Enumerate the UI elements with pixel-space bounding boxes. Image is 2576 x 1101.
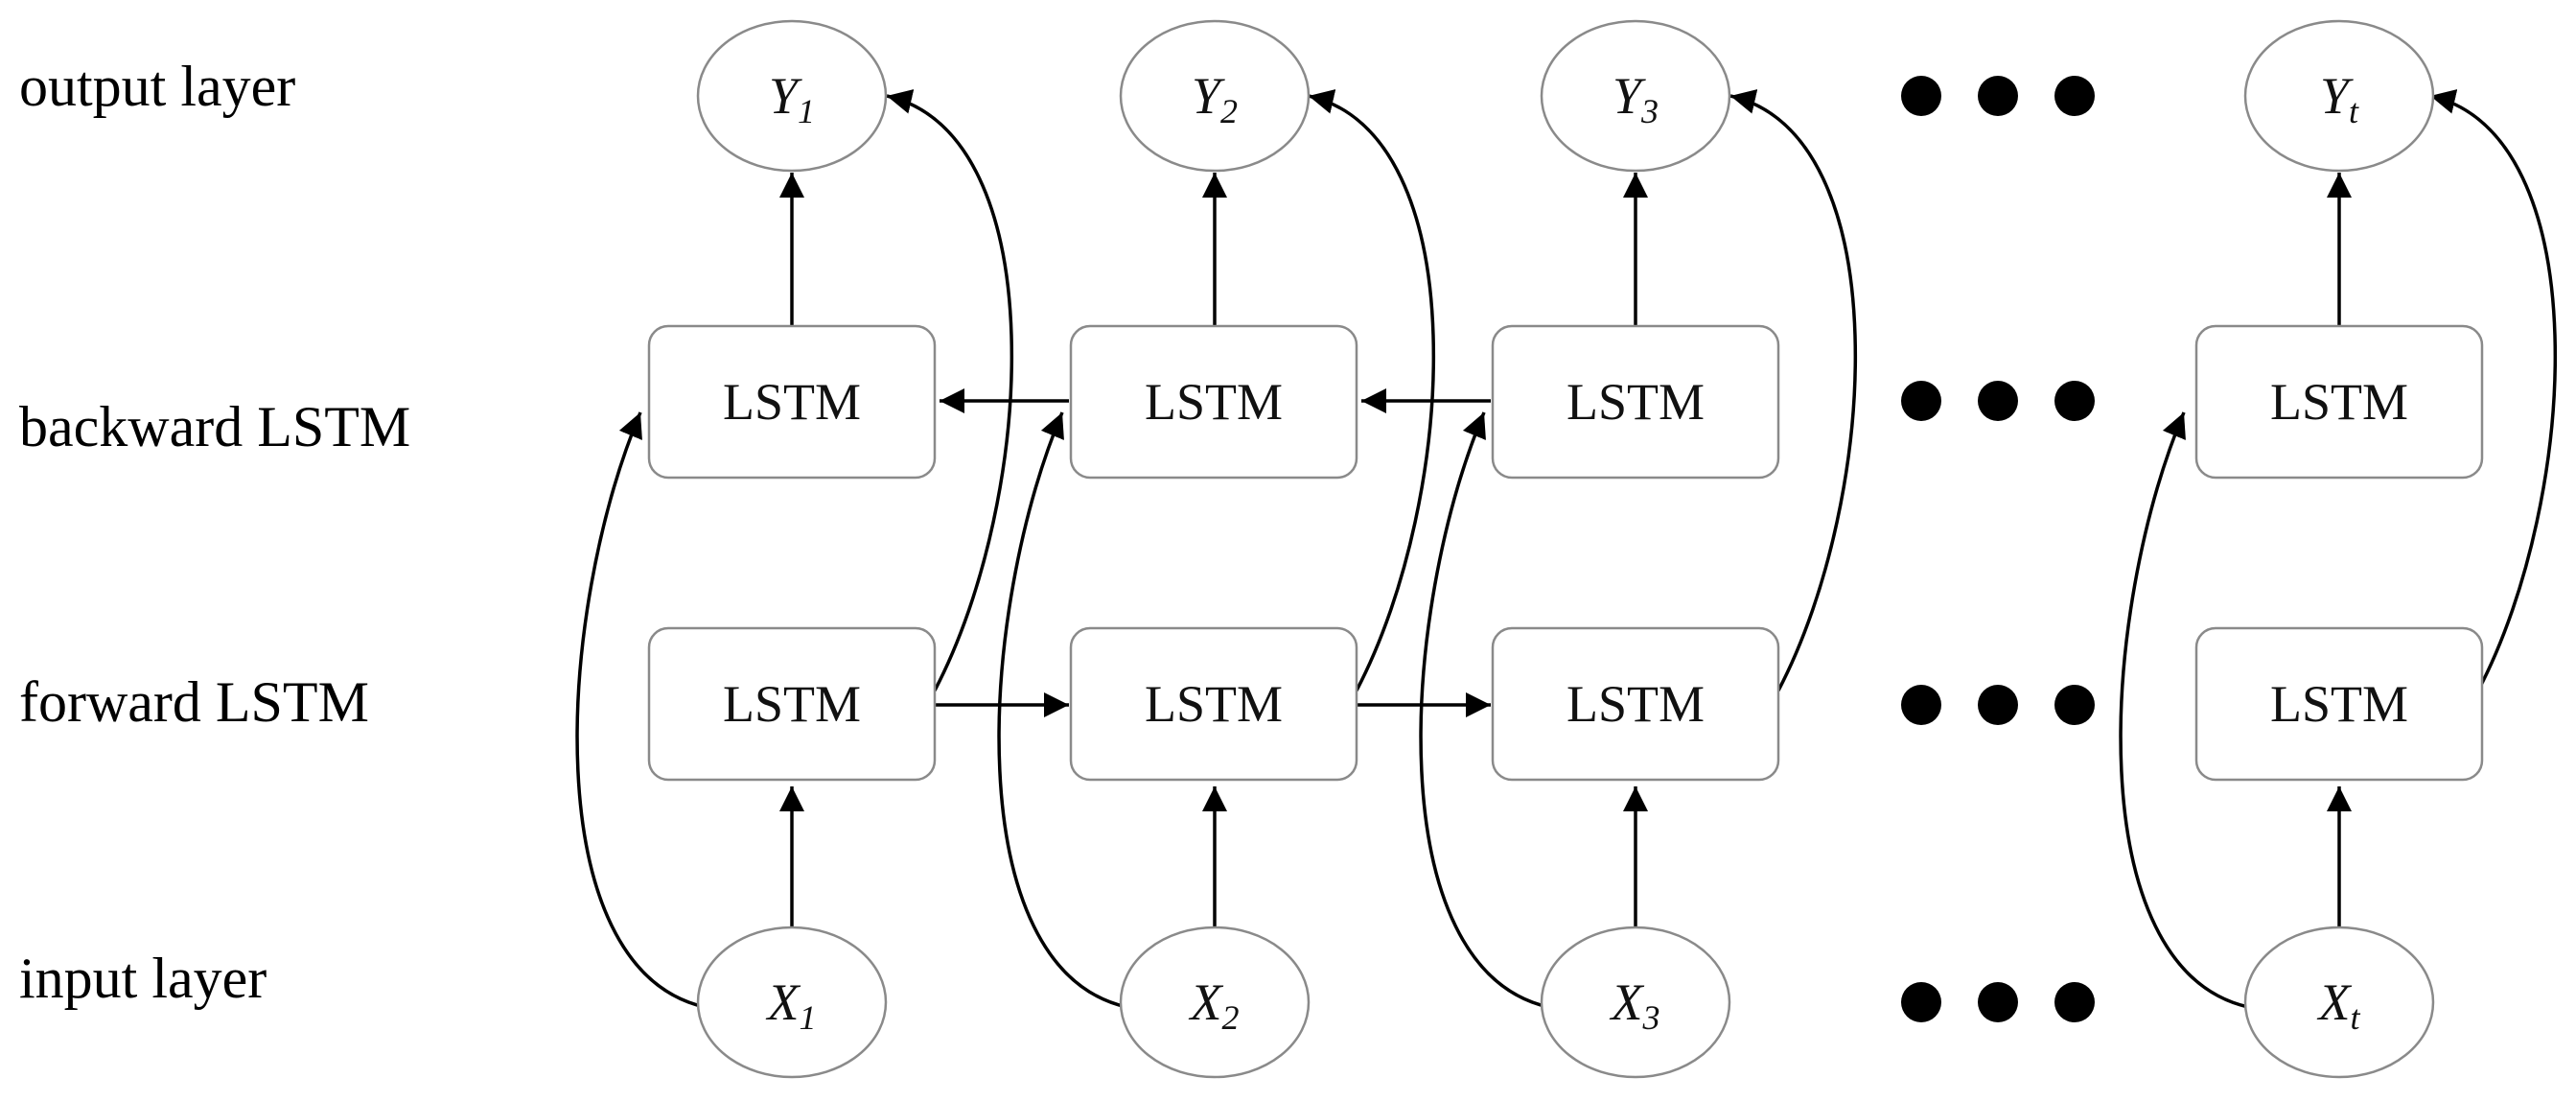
ellipsis-forward <box>1901 685 2095 725</box>
svg-text:Y1: Y1 <box>769 67 815 130</box>
svg-text:LSTM: LSTM <box>1145 373 1283 431</box>
forward-lstm-1: LSTM <box>647 626 937 782</box>
input-node-1: X1 <box>696 925 888 1079</box>
forward-lstm-3: LSTM <box>1491 626 1780 782</box>
backward-lstm-row: LSTM LSTM LSTM LSTM <box>647 324 2484 480</box>
output-node-2: Y2 <box>1119 19 1311 173</box>
forward-to-output-curves <box>886 89 2558 691</box>
svg-text:Yt: Yt <box>2320 67 2359 130</box>
input-nodes: X1 X2 X3 Xt <box>696 925 2435 1079</box>
vertical-arrows <box>779 173 2352 928</box>
svg-text:LSTM: LSTM <box>2270 675 2408 733</box>
svg-text:Y3: Y3 <box>1613 67 1659 130</box>
row-label-output: output layer <box>19 55 295 118</box>
forward-lstm-row: LSTM LSTM LSTM LSTM <box>647 626 2484 782</box>
svg-text:LSTM: LSTM <box>1145 675 1283 733</box>
svg-text:X1: X1 <box>766 973 817 1037</box>
svg-text:LSTM: LSTM <box>1566 675 1705 733</box>
output-node-t: Yt <box>2243 19 2435 173</box>
input-node-3: X3 <box>1540 925 1731 1079</box>
backward-lstm-3: LSTM <box>1491 324 1780 480</box>
input-node-t: Xt <box>2243 925 2435 1079</box>
row-label-input: input layer <box>19 947 267 1010</box>
output-node-3: Y3 <box>1540 19 1731 173</box>
svg-text:X2: X2 <box>1189 973 1240 1037</box>
svg-text:LSTM: LSTM <box>723 675 861 733</box>
row-label-forward: forward LSTM <box>19 670 369 734</box>
output-nodes: Y1 Y2 Y3 Yt <box>696 19 2435 173</box>
svg-text:X3: X3 <box>1610 973 1660 1037</box>
svg-text:Y2: Y2 <box>1192 67 1238 130</box>
forward-lstm-2: LSTM <box>1069 626 1358 782</box>
horizontal-arrows <box>935 388 1491 717</box>
ellipsis-input <box>1901 982 2095 1022</box>
row-label-backward: backward LSTM <box>19 395 410 458</box>
backward-lstm-1: LSTM <box>647 324 937 480</box>
svg-text:LSTM: LSTM <box>2270 373 2408 431</box>
ellipsis-output <box>1901 76 2095 116</box>
backward-lstm-t: LSTM <box>2194 324 2484 480</box>
output-node-1: Y1 <box>696 19 888 173</box>
input-to-backward-curves <box>575 411 2249 1009</box>
svg-text:LSTM: LSTM <box>723 373 861 431</box>
svg-text:LSTM: LSTM <box>1566 373 1705 431</box>
input-node-2: X2 <box>1119 925 1311 1079</box>
backward-lstm-2: LSTM <box>1069 324 1358 480</box>
ellipsis-backward <box>1901 381 2095 421</box>
svg-text:Xt: Xt <box>2316 973 2360 1037</box>
forward-lstm-t: LSTM <box>2194 626 2484 782</box>
